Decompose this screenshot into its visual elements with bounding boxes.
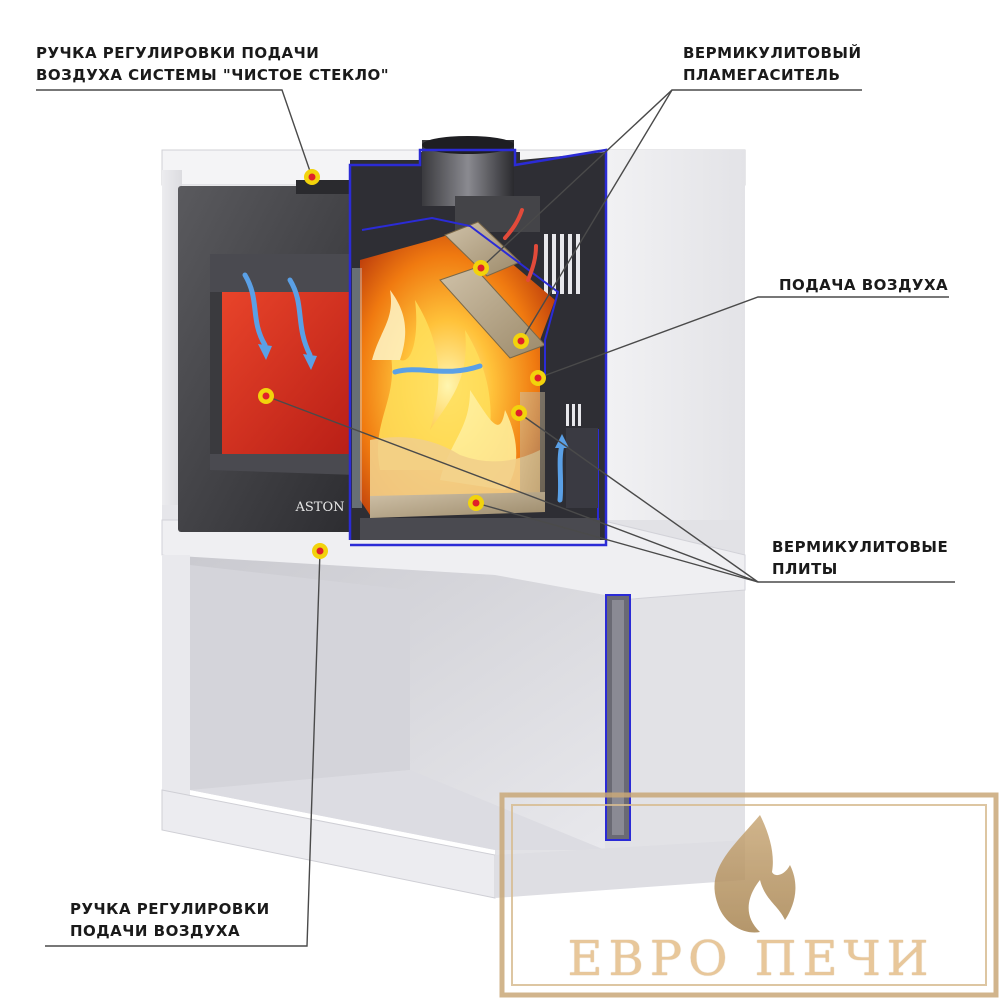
callout-air-clean-glass: РУЧКА РЕГУЛИРОВКИ ПОДАЧИ ВОЗДУХА СИСТЕМЫ… [36, 42, 389, 86]
vermiculite-bottom-plate [370, 492, 545, 518]
callout-line: РУЧКА РЕГУЛИРОВКИ [70, 900, 270, 918]
air-flow-arrows [242, 272, 565, 503]
cutaway-outline [348, 148, 608, 547]
callout-line: ПЛАМЕГАСИТЕЛЬ [683, 66, 841, 84]
marker-plate-back [511, 405, 527, 421]
callout-markers [258, 169, 546, 559]
callout-line: ПЛИТЫ [772, 560, 838, 578]
fireplace-door: ASTON [178, 180, 358, 532]
callout-line: ПОДАЧИ ВОЗДУХА [70, 922, 241, 940]
vent-slots-lower [566, 404, 581, 426]
callout-line: РУЧКА РЕГУЛИРОВКИ ПОДАЧИ [36, 44, 320, 62]
callout-line: ВЕРМИКУЛИТОВЫЕ [772, 538, 949, 556]
marker-air-lower [312, 543, 328, 559]
flame-logo-icon [714, 815, 796, 933]
marker-deflector-upper [473, 260, 489, 276]
callout-line: ВОЗДУХА СИСТЕМЫ "ЧИСТОЕ СТЕКЛО" [36, 66, 390, 84]
marker-air-clean-glass [304, 169, 320, 185]
watermark-text: ЕВРО ПЕЧИ [567, 931, 935, 987]
vent-slots-upper [544, 234, 580, 294]
callout-line: ВЕРМИКУЛИТОВЫЙ [683, 44, 862, 62]
callout-line: ПОДАЧА ВОЗДУХА [779, 276, 949, 294]
leader-lines [36, 89, 955, 947]
marker-air-supply [530, 370, 546, 386]
exhaust-arrows [503, 208, 538, 282]
watermark-logo [499, 792, 999, 998]
callout-vermiculite-deflector: ВЕРМИКУЛИТОВЫЙ ПЛАМЕГАСИТЕЛЬ [683, 42, 862, 86]
marker-plate-bottom [468, 495, 484, 511]
door-brand-logo: ASTON [295, 500, 345, 515]
vermiculite-side-plate [520, 392, 545, 500]
marker-deflector-lower [513, 333, 529, 349]
air-arrow-heads [258, 344, 569, 448]
callout-vermiculite-plates: ВЕРМИКУЛИТОВЫЕ ПЛИТЫ [772, 536, 948, 580]
marker-plate-side [258, 388, 274, 404]
callout-air-supply: ПОДАЧА ВОЗДУХА [779, 274, 948, 296]
firebox-cutaway [242, 136, 608, 547]
callout-air-regulator: РУЧКА РЕГУЛИРОВКИ ПОДАЧИ ВОЗДУХА [70, 898, 270, 942]
